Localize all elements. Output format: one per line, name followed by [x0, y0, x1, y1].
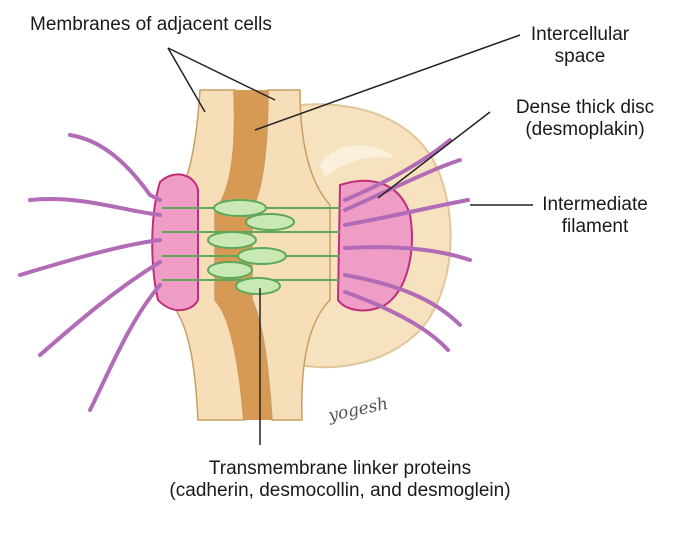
left-filament-3 — [18, 238, 162, 277]
label-membranes: Membranes of adjacent cells — [30, 14, 272, 35]
label-intercellular-line2: space — [554, 46, 606, 67]
left-filament-4 — [38, 260, 162, 357]
linker-bead-6 — [235, 277, 281, 295]
label-dense-disc-line1: Dense thick disc — [515, 97, 655, 118]
right-filament-3 — [343, 198, 470, 227]
right-filament-1 — [343, 138, 452, 202]
label-filament-line1: Intermediate — [542, 194, 648, 215]
left-filament-2 — [28, 197, 162, 217]
right-filament-2 — [343, 158, 462, 212]
right-cell-highlight — [320, 145, 395, 178]
left-dense-disc — [151, 173, 199, 312]
linker-bead-5 — [207, 261, 253, 279]
label-filament-line2: filament — [561, 216, 629, 237]
leader-intercellular — [254, 34, 521, 131]
linker-proteins — [162, 199, 340, 295]
label-dense-disc: Dense thick disc (desmoplakin) — [500, 97, 670, 141]
right-filament-6 — [343, 290, 450, 352]
label-dense-disc-line2: (desmoplakin) — [525, 119, 645, 140]
linker-bead-3 — [207, 231, 257, 249]
label-linker-proteins: Transmembrane linker proteins (cadherin,… — [100, 458, 580, 502]
leader-dense-disc — [377, 111, 491, 199]
label-linker-line2: (cadherin, desmocollin, and desmoglein) — [169, 480, 511, 501]
leader-lines — [167, 34, 533, 445]
linker-bead-4 — [237, 247, 287, 265]
label-intercellular-space: Intercellular space — [525, 24, 635, 68]
right-filaments — [343, 138, 472, 352]
label-intercellular-line1: Intercellular — [530, 24, 630, 45]
label-linker-line1: Transmembrane linker proteins — [208, 458, 472, 479]
right-filament-5 — [343, 273, 462, 327]
leader-membranes-right — [167, 47, 276, 101]
label-intermediate-filament: Intermediate filament — [535, 194, 655, 238]
left-filaments — [18, 133, 162, 412]
leader-membranes-left — [167, 47, 206, 113]
linker-bead-2 — [245, 213, 295, 231]
linker-bead-1 — [213, 199, 267, 217]
left-filament-5 — [88, 283, 162, 412]
right-filament-4 — [343, 245, 472, 262]
left-filament-1 — [68, 133, 162, 202]
